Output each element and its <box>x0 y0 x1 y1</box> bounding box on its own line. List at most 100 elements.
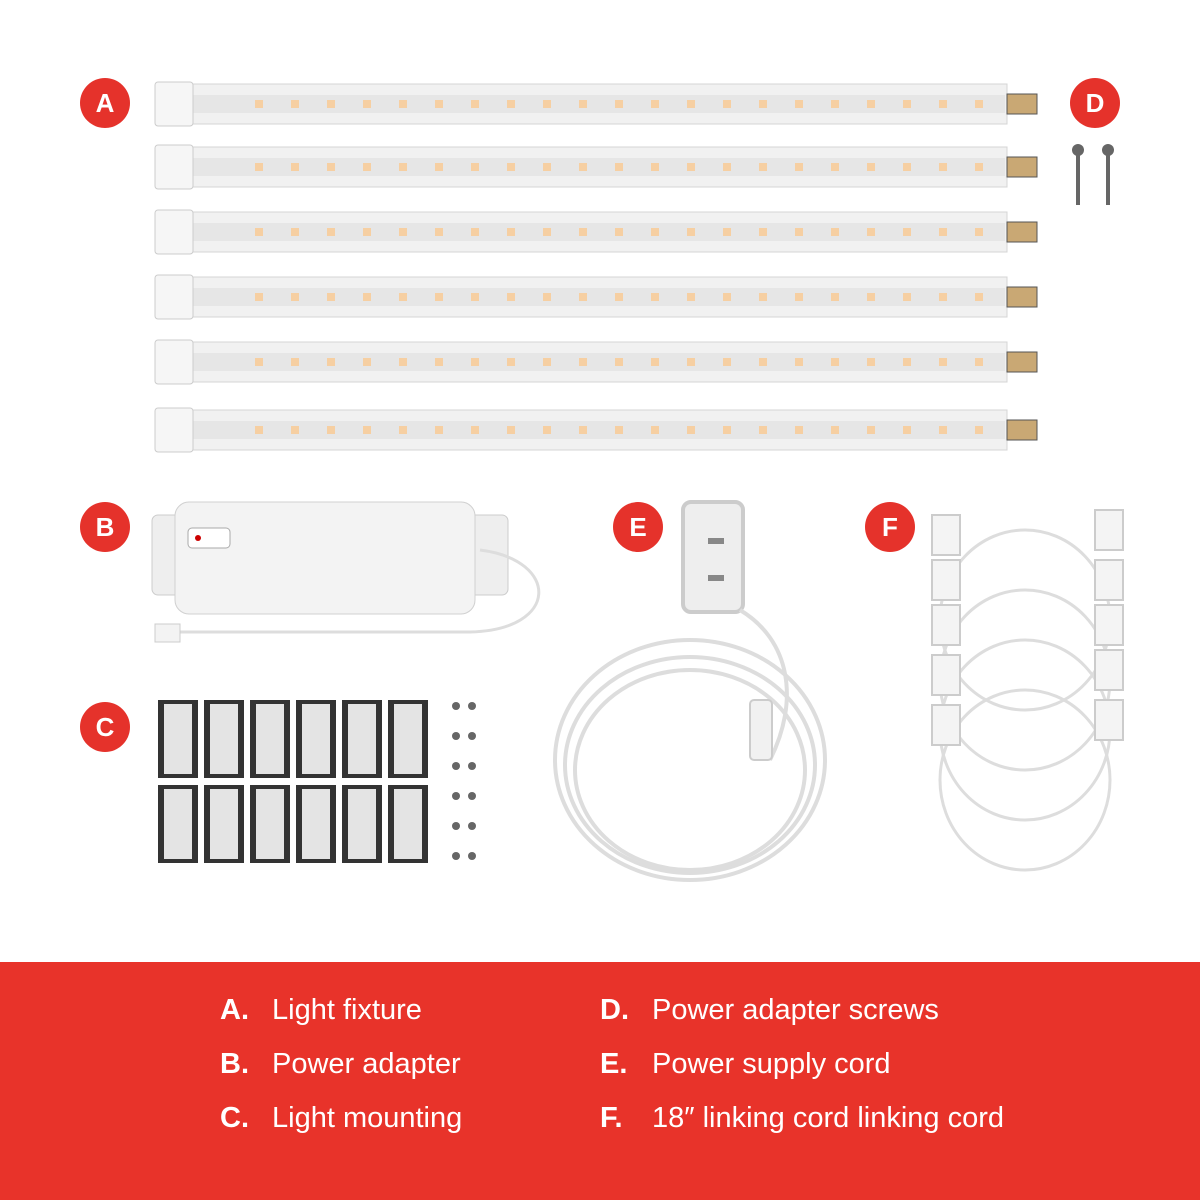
screw <box>468 702 476 710</box>
mounting-clip <box>204 700 244 778</box>
led <box>831 228 839 236</box>
led <box>939 228 947 236</box>
led <box>759 228 767 236</box>
led <box>579 228 587 236</box>
mounting-clips <box>158 700 476 863</box>
led <box>399 358 407 366</box>
screw <box>452 762 460 770</box>
led <box>399 293 407 301</box>
led <box>795 228 803 236</box>
legend-label: 18″ linking cord linking cord <box>652 1102 1005 1134</box>
led <box>471 228 479 236</box>
led <box>435 426 443 434</box>
legend-key: A. <box>220 994 249 1026</box>
led <box>291 100 299 108</box>
legend-item-f: F. 18″ linking cord linking cord <box>600 1102 1004 1135</box>
product-contents-photo <box>151 81 1124 882</box>
legend-item-b: B.Power adapter <box>220 1048 461 1081</box>
led <box>435 100 443 108</box>
connector <box>1006 351 1038 373</box>
legend-label: Power supply cord <box>652 1048 891 1080</box>
adapter-screws <box>1072 144 1114 205</box>
led <box>327 228 335 236</box>
screw <box>452 702 460 710</box>
led <box>579 163 587 171</box>
led <box>759 293 767 301</box>
led <box>723 426 731 434</box>
led <box>687 163 695 171</box>
led <box>831 293 839 301</box>
led <box>615 228 623 236</box>
led <box>471 358 479 366</box>
led <box>507 100 515 108</box>
led <box>939 293 947 301</box>
led <box>903 358 911 366</box>
led <box>759 163 767 171</box>
led <box>975 358 983 366</box>
led <box>327 100 335 108</box>
screw <box>452 822 460 830</box>
led <box>543 426 551 434</box>
mounting-clip <box>296 700 336 778</box>
mounting-clip <box>250 785 290 863</box>
badge-c: C <box>80 702 130 752</box>
connector <box>1006 93 1038 115</box>
led <box>975 163 983 171</box>
mounting-clip <box>388 785 428 863</box>
led <box>291 293 299 301</box>
led <box>579 358 587 366</box>
linking-cords <box>931 509 1124 872</box>
badge-a: A <box>80 78 130 128</box>
led <box>291 426 299 434</box>
led <box>687 358 695 366</box>
end-cap <box>154 81 194 127</box>
led <box>975 293 983 301</box>
led <box>399 100 407 108</box>
led <box>831 100 839 108</box>
led <box>651 228 659 236</box>
led <box>615 293 623 301</box>
led <box>687 293 695 301</box>
led <box>255 426 263 434</box>
led <box>363 426 371 434</box>
light-fixtures <box>154 81 1038 453</box>
led <box>327 358 335 366</box>
led <box>255 293 263 301</box>
led <box>651 426 659 434</box>
connector <box>1006 286 1038 308</box>
led <box>507 358 515 366</box>
led <box>903 100 911 108</box>
legend-label: Light fixture <box>272 994 422 1026</box>
connector <box>1006 419 1038 441</box>
led <box>687 100 695 108</box>
led <box>579 100 587 108</box>
led <box>363 358 371 366</box>
legend-key: F. <box>600 1102 623 1134</box>
screw <box>452 792 460 800</box>
led <box>543 228 551 236</box>
led <box>687 228 695 236</box>
led <box>651 100 659 108</box>
led <box>435 293 443 301</box>
led <box>471 293 479 301</box>
power-supply-cord <box>553 500 827 882</box>
light-fixture <box>154 81 1038 127</box>
mounting-clip <box>250 700 290 778</box>
led <box>939 100 947 108</box>
badge-f: F <box>865 502 915 552</box>
led <box>399 426 407 434</box>
led <box>579 293 587 301</box>
led <box>363 293 371 301</box>
badge-b: B <box>80 502 130 552</box>
led <box>759 100 767 108</box>
led <box>939 358 947 366</box>
led <box>399 228 407 236</box>
led <box>795 293 803 301</box>
led <box>543 163 551 171</box>
led <box>363 163 371 171</box>
led <box>867 358 875 366</box>
led <box>831 426 839 434</box>
led <box>435 358 443 366</box>
badge-d: D <box>1070 78 1120 128</box>
led <box>651 293 659 301</box>
